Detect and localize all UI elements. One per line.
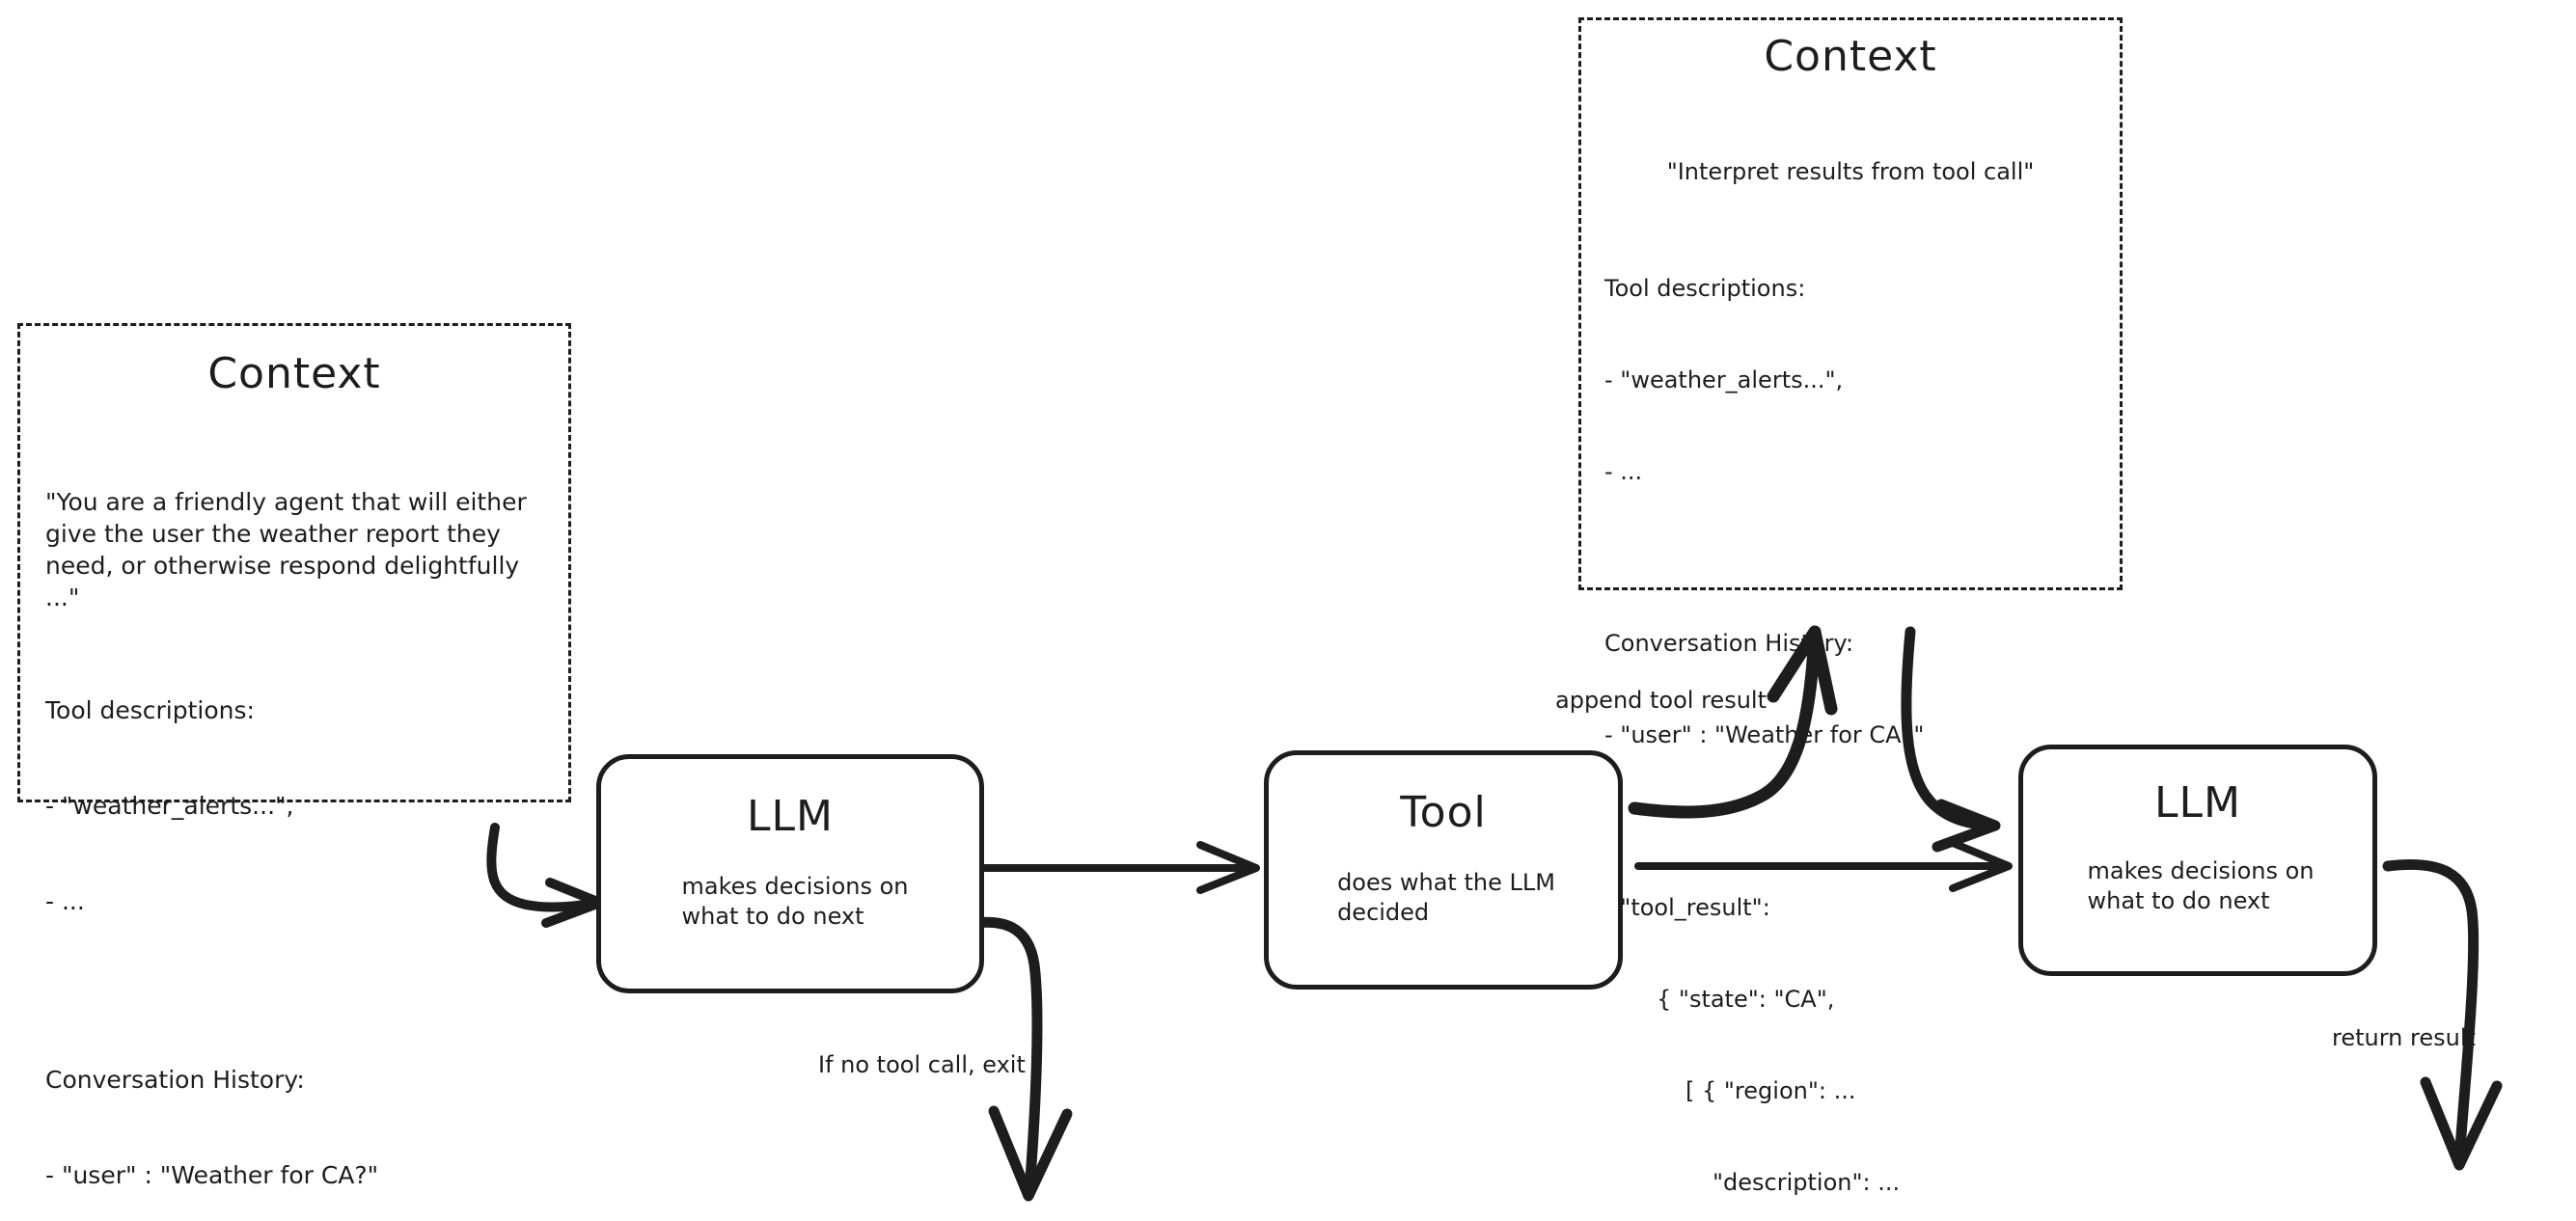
node-llm-first-title: LLM — [747, 792, 834, 841]
node-llm-second-subtitle: makes decisions on what to do next — [2087, 857, 2315, 915]
arrow-llm1-exit — [961, 916, 1073, 1202]
node-tool-title: Tool — [1400, 788, 1487, 837]
spacer — [1604, 549, 2096, 568]
node-llm-second-title: LLM — [2154, 778, 2241, 828]
node-llm-first-subtitle: makes decisions on what to do next — [681, 873, 909, 931]
arrow-llm1-to-tool — [980, 841, 1260, 894]
edge-label-append-tool-result: append tool result — [1555, 687, 1767, 714]
node-llm-first[interactable]: LLM makes decisions on what to do next — [596, 754, 984, 993]
node-tool-subtitle: does what the LLM decided — [1337, 869, 1555, 927]
context-box-right: Context "Interpret results from tool cal… — [1578, 17, 2123, 1196]
context-left-tool-item: - ... — [45, 887, 85, 916]
arrow-tool-to-context-right — [1628, 625, 1838, 819]
context-right-conversation-heading: Conversation History: — [1604, 630, 1854, 658]
context-left-body: "You are a friendly agent that will eith… — [45, 422, 543, 1221]
arrow-llm2-return — [2382, 858, 2503, 1171]
context-left-conversation-heading: Conversation History: — [45, 1066, 305, 1095]
spacer — [45, 981, 543, 1000]
context-right-title: Context — [1764, 32, 1937, 81]
arrow-tool-to-llm2 — [1634, 839, 2013, 892]
context-left-title: Context — [207, 349, 381, 398]
context-box-left: Context "You are a friendly agent that w… — [17, 323, 571, 1189]
context-left-conversation-item: - "user" : "Weather for CA?" — [45, 1161, 379, 1190]
context-right-tool-item: - ... — [1604, 457, 1643, 485]
context-left-tools-heading: Tool descriptions: — [45, 696, 255, 725]
context-right-tool-item: - "weather_alerts...", — [1604, 366, 1844, 393]
edge-label-return-result: return result — [2332, 1024, 2476, 1051]
context-right-tool-result-line: "description": ... — [1713, 1168, 1901, 1196]
context-right-conversation-item: - "user" : "Weather for CA?" — [1604, 721, 1925, 749]
arrow-context-right-to-llm2 — [1901, 626, 2001, 853]
context-right-tool-result-line: { "state": "CA", — [1657, 985, 1835, 1013]
context-right-body: "Interpret results from tool call" Tool … — [1604, 95, 2096, 1221]
context-right-tools-heading: Tool descriptions: — [1604, 274, 1806, 302]
context-right-tool-result-line: [ { "region": ... — [1685, 1076, 1856, 1104]
context-right-system-prompt: "Interpret results from tool call" — [1666, 157, 2035, 185]
node-tool[interactable]: Tool does what the LLM decided — [1264, 750, 1623, 990]
edge-label-if-no-tool-call-exit: If no tool call, exit — [818, 1051, 1026, 1078]
node-llm-second[interactable]: LLM makes decisions on what to do next — [2018, 745, 2377, 976]
context-left-system-prompt: "You are a friendly agent that will eith… — [45, 488, 534, 612]
context-left-tool-item: - "weather_alerts...", — [45, 792, 294, 821]
